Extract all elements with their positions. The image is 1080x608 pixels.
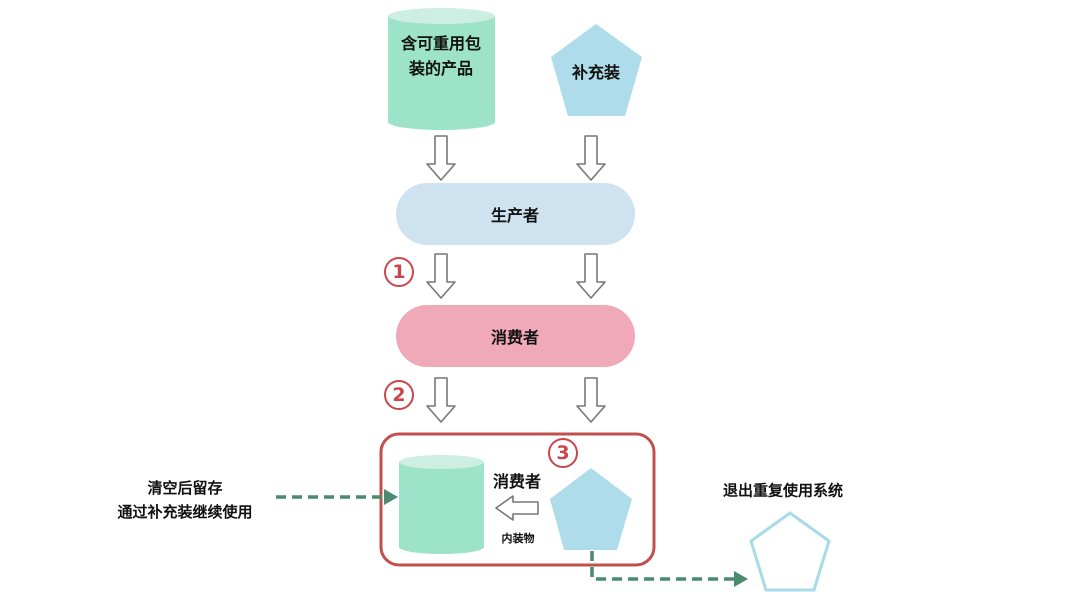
step-1-badge: 1 xyxy=(384,257,414,287)
stage3-flow-label: 内装物 xyxy=(501,532,535,545)
down-arrow-icon xyxy=(426,377,456,423)
down-arrow-icon xyxy=(426,135,456,181)
arrowhead-icon xyxy=(384,489,398,505)
producer-pill xyxy=(396,183,635,245)
stage3-box xyxy=(379,432,656,567)
product-label-line2: 装的产品 xyxy=(408,59,474,78)
refill-label: 补充装 xyxy=(571,63,621,82)
exit-note: 退出重复使用系统 xyxy=(722,481,844,500)
product-label-line1: 含可重用包 xyxy=(400,34,482,53)
inner-cylinder xyxy=(399,455,484,554)
product-cylinder xyxy=(388,8,495,130)
down-arrow-icon xyxy=(576,135,606,181)
step-3-badge: 3 xyxy=(548,438,578,468)
left-note-line1: 清空后留存 xyxy=(147,479,223,497)
left-note-line2: 通过补充装继续使用 xyxy=(117,503,253,521)
down-arrow-icon xyxy=(426,253,456,299)
dashed-arrow-out xyxy=(590,551,736,581)
consumer-pill xyxy=(396,305,635,367)
down-arrow-icon xyxy=(576,377,606,423)
arrowhead-icon xyxy=(734,571,748,587)
down-arrow-icon xyxy=(576,253,606,299)
stage3-actor: 消费者 xyxy=(492,472,542,491)
step-2-badge: 2 xyxy=(384,380,414,410)
inner-pentagon xyxy=(550,468,632,550)
consumer-label: 消费者 xyxy=(490,328,540,347)
left-note: 清空后留存通过补充装继续使用 xyxy=(117,476,252,524)
left-arrow-icon xyxy=(495,495,539,521)
refill-pentagon xyxy=(551,24,642,116)
product-label: 含可重用包装的产品 xyxy=(401,31,481,81)
producer-label: 生产者 xyxy=(490,206,540,225)
exit-pentagon xyxy=(749,511,831,592)
